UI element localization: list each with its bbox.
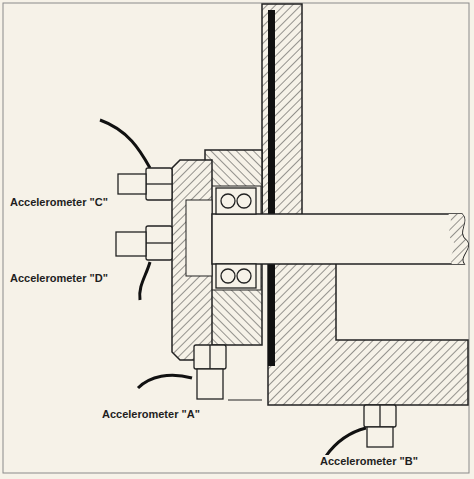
support-bracket (268, 254, 468, 405)
gasket (268, 256, 275, 366)
callout-label-a: Accelerometer "A" (100, 408, 202, 421)
ball-bearing (216, 188, 256, 288)
frame (3, 3, 469, 473)
shaft (212, 214, 468, 264)
callout-label-b: Accelerometer "B" (318, 455, 420, 468)
callout-label-d: Accelerometer "D" (8, 272, 110, 285)
accelerometer-d (116, 226, 172, 300)
callout-label-c: Accelerometer "C" (8, 196, 110, 209)
cap-recess (186, 200, 212, 276)
accelerometer-a (138, 345, 262, 400)
end-cap (172, 160, 212, 360)
accelerometer-b (326, 405, 396, 456)
accelerometer-c (100, 120, 172, 200)
